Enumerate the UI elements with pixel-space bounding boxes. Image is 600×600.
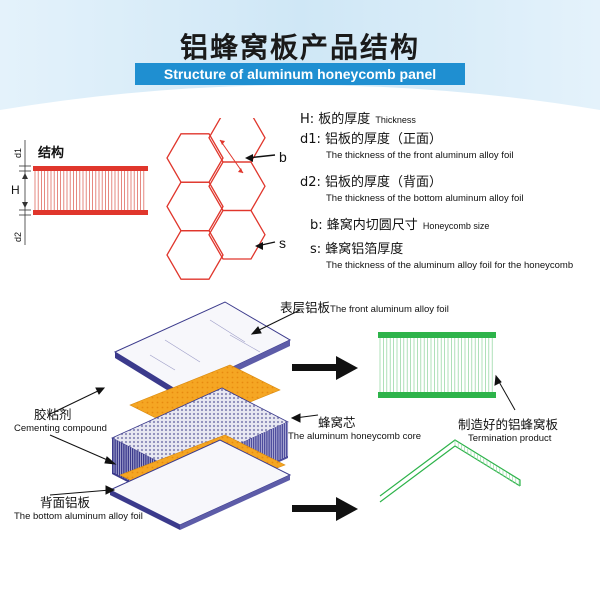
bottom-plate-section: [33, 210, 148, 215]
cross-section-diagram: H d1 d2: [11, 140, 148, 245]
structure-label: 结构: [38, 146, 65, 161]
legend-item-s: s: 蜂窝铝箔厚度 The thickness of the aluminum …: [310, 242, 574, 271]
label-b: b: [279, 149, 287, 165]
arrow-to-product: [292, 497, 358, 521]
dim-H: H: [11, 183, 20, 197]
arrow-to-section: [292, 356, 358, 380]
dim-d1: d1: [13, 148, 23, 158]
page-title: 铝蜂窝板产品结构: [179, 31, 420, 64]
exploded-layers-diagram: [47, 301, 521, 530]
front-plate-section: [33, 166, 148, 171]
legend-item-H: H: 板的厚度 Thickness: [300, 112, 416, 127]
label-adhesive: 胶粘剂 Cementing compound: [14, 407, 107, 434]
subtitle-bar: Structure of aluminum honeycomb panel: [135, 63, 465, 85]
label-core: 蜂窝芯 The aluminum honeycomb core: [288, 415, 422, 442]
legend-item-b: b: 蜂窝内切圆尺寸 Honeycomb size: [310, 218, 490, 233]
label-bottom-plate: 背面铝板 The bottom aluminum alloy foil: [14, 495, 143, 522]
label-s: s: [279, 235, 286, 251]
legend-item-d1: d1: 铝板的厚度（正面） The thickness of the front…: [300, 132, 514, 161]
label-front-plate: 表层铝板The front aluminum alloy foil: [280, 300, 449, 315]
bottom-aluminum-plate: [108, 439, 292, 530]
honeycomb-cell-diagram: b s: [166, 118, 287, 280]
label-product: 制造好的铝蜂窝板 Termination product: [458, 417, 559, 444]
legend-item-d2: d2: 铝板的厚度（背面） The thickness of the botto…: [300, 175, 524, 204]
product-panel: [379, 439, 521, 503]
dim-d2: d2: [13, 232, 23, 242]
product-cross-section: [378, 332, 496, 398]
